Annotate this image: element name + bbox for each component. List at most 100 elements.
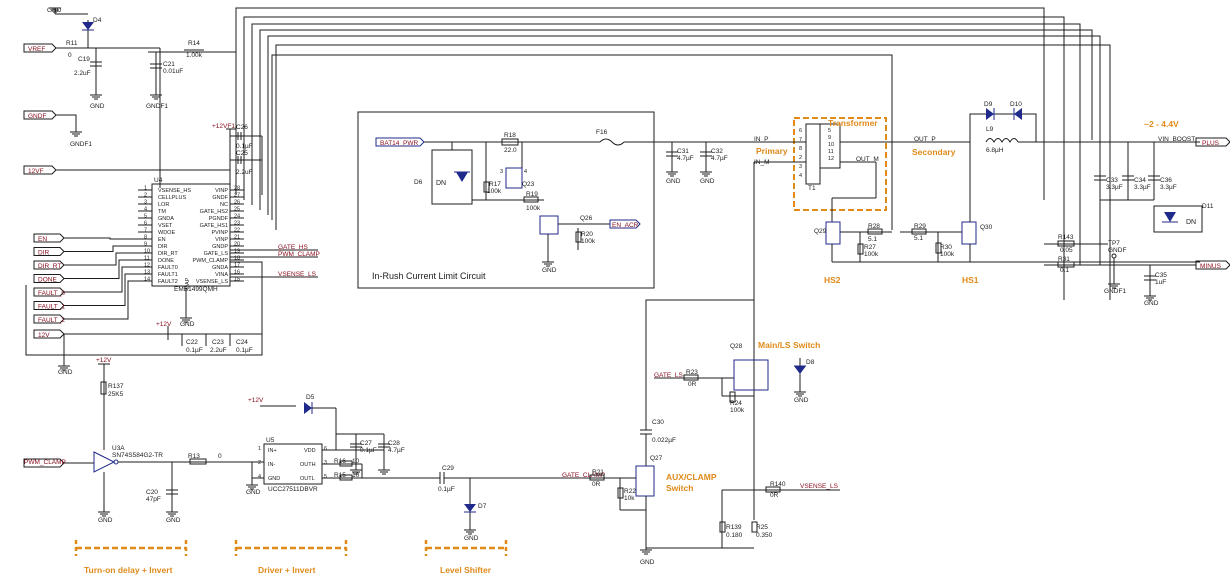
r15-value: 10 [352, 472, 360, 479]
c36-label: C36 [1160, 177, 1172, 184]
hs2-switch: Q29 R28 5.1 R27 100k HS2 [814, 221, 1200, 285]
r23-label: R23 [686, 369, 698, 376]
main-ls-label: Main/LS Switch [758, 340, 820, 350]
u4-pin-left-wdoe: WDOE [158, 230, 175, 236]
u4-pin-left-lor: LOR [158, 202, 169, 208]
gnd-label: GND [542, 267, 557, 274]
u4-pin-num: 16 [234, 270, 240, 276]
c24-label: C24 [236, 339, 248, 346]
u4-pin-right-nc: NC [220, 202, 228, 208]
u4-bottom-caps: 12V GND +12V C22 0.1µF C23 2.2uF C24 0.1… [25, 261, 263, 376]
c26-value: 0.1µF [236, 143, 253, 150]
gnd-label: GND [794, 397, 809, 404]
u4-pin-num: 27 [234, 193, 240, 199]
u5-pin-num: 2 [258, 460, 261, 466]
u4-pin-num: 1 [144, 186, 147, 192]
r19-label: R19 [526, 191, 538, 198]
u4-pin-num: 3 [144, 200, 147, 206]
pwm-clamp-net: PWM_CLAMP [278, 251, 320, 258]
u5-pin-outh: OUTH [300, 462, 316, 468]
u4-pin-num: 9 [144, 242, 147, 248]
r17-label: R17 [489, 181, 501, 188]
d5-label: D5 [306, 394, 315, 401]
c21-value: 0.01uF [163, 68, 183, 75]
u4-pin-right-gndf: GNDF [212, 195, 228, 201]
l9-label: L9 [986, 126, 994, 133]
p12v-label: +12V [156, 321, 172, 328]
q26-label: Q26 [580, 215, 593, 222]
output-range: ~2 - 4.4V [1144, 119, 1179, 129]
u5-label: U5 [266, 437, 275, 444]
level-label: Level Shifter [440, 565, 492, 575]
r28-value: 5.1 [868, 236, 877, 243]
u4-label: U4 [154, 177, 163, 184]
bat14-port: BAT14_PWR [380, 140, 418, 147]
u4-pin-num: 11 [144, 256, 150, 262]
c33-value: 3.3µF [1106, 184, 1123, 191]
u4-pin-left-fault0: FAULT0 [158, 265, 178, 271]
r137-label: R137 [108, 383, 124, 390]
r139-label: R139 [726, 524, 742, 531]
r18-value: 22.0 [504, 147, 517, 154]
u4-supply-caps: +12VF1 C26 0.1µF C25 2.2uF [212, 123, 263, 195]
c28-label: C28 [388, 440, 400, 447]
p12v-label: +12V [248, 397, 264, 404]
d4-label: D4 [93, 17, 102, 24]
q28-label: Q28 [730, 343, 743, 350]
c34-value: 3.3µF [1134, 184, 1151, 191]
u4-pin-right-vinp: VINP [215, 188, 228, 194]
gnd-label: GND [58, 369, 73, 376]
primary-label: Primary [756, 146, 788, 156]
u4-pin-num: 6 [144, 221, 147, 227]
r30-value: 100k [940, 251, 955, 258]
r21-label: R21 [592, 469, 604, 476]
vin-boost-label: VIN_BOOST [1158, 136, 1195, 143]
r17-value: 100k [487, 188, 502, 195]
port-fault_1: FAULT_1 [38, 304, 65, 311]
r13-label: R13 [188, 453, 200, 460]
u4-dap: DAP [185, 277, 191, 289]
u5-pin-gnd: GND [268, 476, 280, 482]
transformer-label: Transformer [828, 118, 878, 128]
c35-label: C35 [1155, 272, 1167, 279]
d9-label: D9 [984, 101, 993, 108]
u5-pin-num: 6 [324, 446, 327, 452]
gndf1-label: GNDF1 [70, 141, 92, 148]
vref-labels: VREF GND D4 R11 0 C19 2.2uF GND R14 1.00… [28, 7, 203, 110]
in-m-label: IN_M [754, 159, 770, 166]
c23-value: 2.2uF [210, 347, 227, 354]
u4-pin-right-gate_ls: GATE_LS [204, 251, 229, 257]
gnd-label: GND [98, 517, 113, 524]
p12vf1-label: +12VF1 [212, 123, 235, 130]
current-sense: R143 0.05 R31 0.1 MINUS TP7 GNDF GNDF1 C… [1044, 234, 1230, 307]
c19-value: 2.2uF [74, 70, 91, 77]
u4-pin-num: 2 [144, 193, 147, 199]
aux-clamp: C30 0.022µF Q27 R22 10k GND AUX/CLAMP Sw… [610, 299, 754, 566]
t1-pin: 7 [799, 137, 802, 143]
vsense-ls-label: VSENSE_LS [800, 483, 839, 490]
svg-text:3: 3 [500, 169, 503, 175]
vref-section [23, 7, 236, 188]
r15-label: R15 [334, 472, 346, 479]
c35-value: 1uF [1155, 279, 1166, 286]
r29-label: R29 [914, 223, 926, 230]
u4-pin-num: 14 [144, 277, 150, 283]
pwm-clamp-port: PWM_CLAMP [24, 459, 66, 466]
sense-resistors: R140 0R VSENSE_LS R139 0.180 R25 0.350 [646, 481, 840, 549]
c20-label: C20 [146, 489, 158, 496]
c25-value: 2.2uF [236, 169, 253, 176]
u4-pin-right-gate_hs2: GATE_HS2 [200, 209, 228, 215]
u4-pin-right-pwm_clamp: PWM_CLAMP [193, 258, 229, 264]
top-bus-wires [235, 7, 1111, 300]
level-shifter: C29 0.1µF D7 GND GATE_CLAMP R21 0R Level… [424, 465, 610, 575]
c22-value: 0.1µF [186, 347, 203, 354]
u4-pin-right-gate_hs1: GATE_HS1 [200, 223, 228, 229]
u4-pin-right-gnda: GNDA [212, 265, 228, 271]
transformer: Transformer T1 IN_P IN_M OUT_P OUT_M Pri… [753, 117, 970, 520]
c22-label: C22 [186, 339, 198, 346]
r13-value: 0 [218, 453, 222, 460]
u4-pin-num: 4 [144, 207, 147, 213]
r14-value: 1.00k [186, 52, 203, 59]
